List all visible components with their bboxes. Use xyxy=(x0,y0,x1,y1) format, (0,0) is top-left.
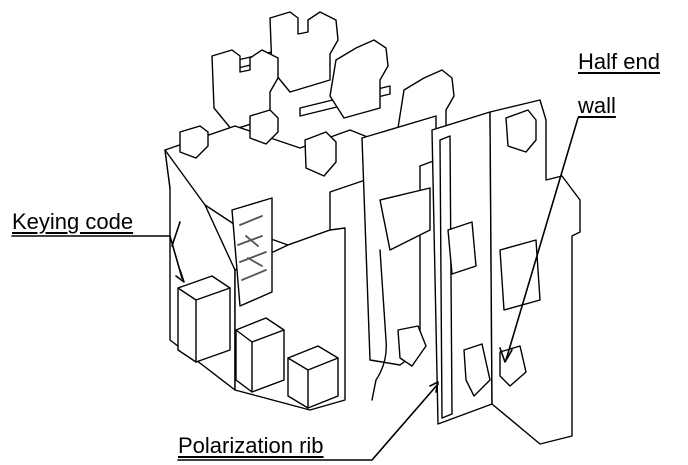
half-end-wall-leader xyxy=(505,117,579,361)
right-module xyxy=(361,115,437,401)
keying-blocks xyxy=(177,275,339,409)
keying-code-label: Keying code xyxy=(12,209,134,234)
leader-lines xyxy=(11,117,579,461)
keying-code-leader xyxy=(11,235,183,279)
polarization-rib-shape xyxy=(431,111,493,425)
upper-block xyxy=(164,109,381,246)
polarization-rib-label: Polarization rib xyxy=(178,433,324,458)
half-end-wall-shape xyxy=(489,99,581,445)
contact-slot xyxy=(231,197,273,307)
polarization-rib-leader xyxy=(177,383,439,461)
half-end-wall-label-line1: Half end xyxy=(578,49,660,74)
half-end-wall-label-line2: wall xyxy=(578,93,616,118)
